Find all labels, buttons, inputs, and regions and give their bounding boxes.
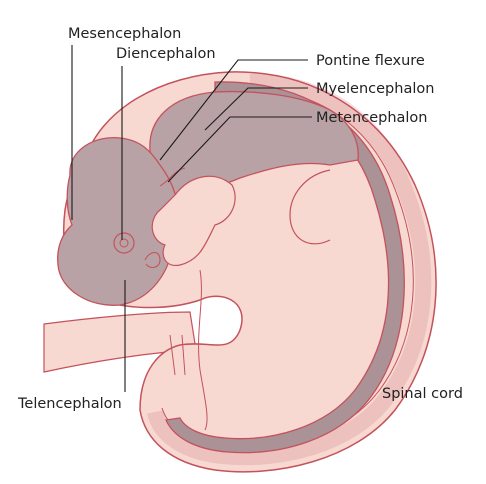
label-mesencephalon: Mesencephalon (68, 26, 181, 42)
label-spinal-cord: Spinal cord (382, 386, 463, 402)
label-metencephalon: Metencephalon (316, 110, 428, 126)
label-diencephalon: Diencephalon (116, 46, 216, 62)
label-telencephalon: Telencephalon (17, 396, 122, 412)
label-myelencephalon: Myelencephalon (316, 81, 434, 97)
label-pontine-flexure: Pontine flexure (316, 53, 425, 69)
